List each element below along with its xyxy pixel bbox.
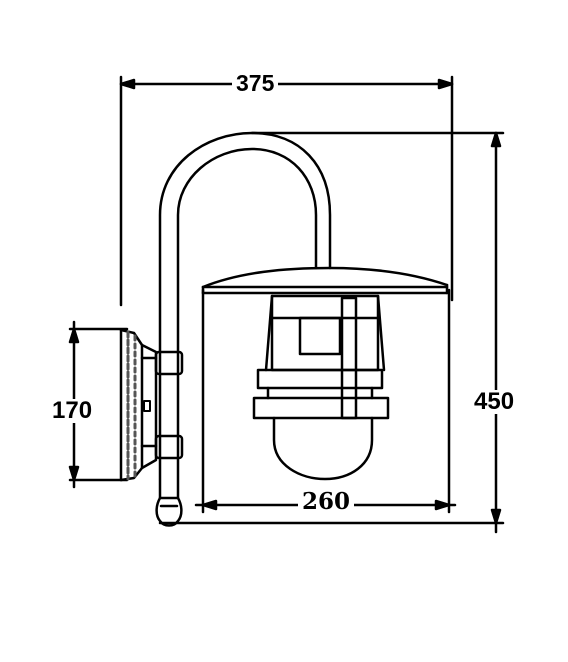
wall-mount-plate	[119, 328, 158, 482]
dimension-label-width: 375	[232, 72, 279, 95]
dimension-label-shade: 260	[298, 490, 355, 513]
lamp-shade	[201, 266, 449, 295]
glass-globe	[272, 416, 374, 481]
dimension-height-right	[158, 131, 505, 534]
rod-finial	[155, 496, 183, 527]
dimension-label-height: 450	[470, 390, 519, 414]
lamp-arm	[158, 131, 332, 500]
rod-collars	[140, 350, 184, 460]
dimension-width-top	[119, 75, 454, 307]
lantern-body	[252, 294, 390, 420]
dimension-label-mount: 170	[48, 399, 97, 423]
